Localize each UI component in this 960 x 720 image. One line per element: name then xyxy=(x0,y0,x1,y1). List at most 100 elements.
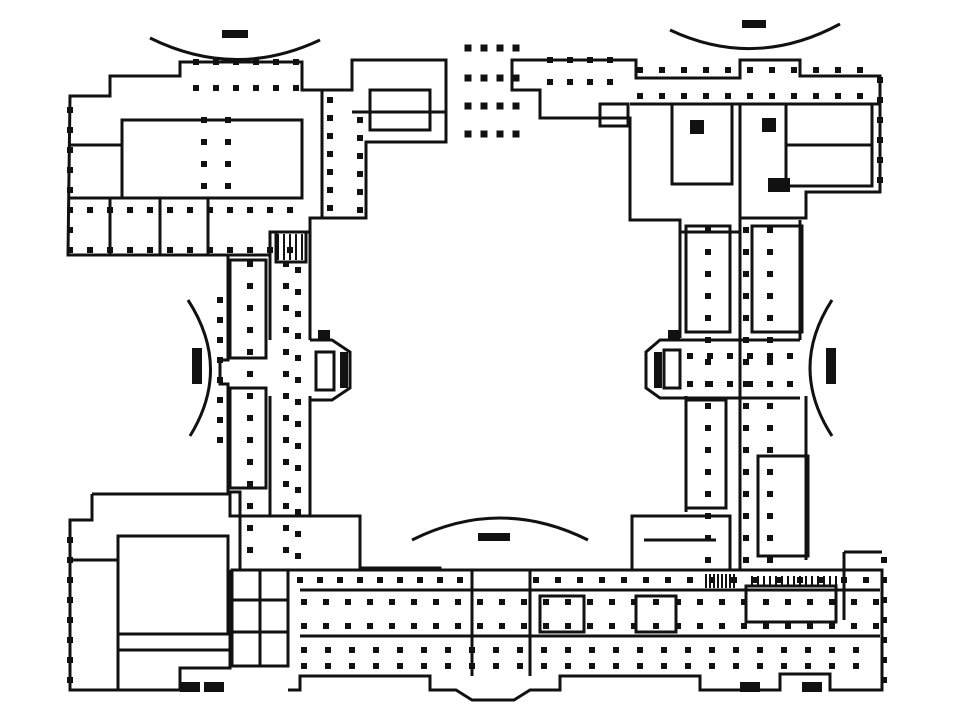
column-dot xyxy=(283,503,289,509)
column-dot xyxy=(543,623,549,629)
column-dot xyxy=(769,67,775,73)
column-dot xyxy=(753,577,759,583)
column-dot xyxy=(67,107,73,113)
column-dot xyxy=(357,189,363,195)
porch-arc-right xyxy=(808,299,834,437)
column-dot xyxy=(767,469,773,475)
solid-mass xyxy=(204,682,224,692)
column-dot xyxy=(555,577,561,583)
column-dot xyxy=(273,59,279,65)
column-dot xyxy=(785,599,791,605)
column-dot xyxy=(577,577,583,583)
column-dot xyxy=(565,647,571,653)
column-dot xyxy=(493,663,499,669)
column-dot xyxy=(437,577,443,583)
column-dot xyxy=(587,57,593,63)
column-dot xyxy=(873,599,879,605)
column-dot xyxy=(295,465,301,471)
column-dot xyxy=(609,623,615,629)
column-dot xyxy=(357,577,363,583)
column-dot xyxy=(805,663,811,669)
courtyard-sw xyxy=(116,534,230,636)
column-dot xyxy=(877,137,883,143)
column-dot xyxy=(637,647,643,653)
column-dot xyxy=(301,663,307,669)
column-dot xyxy=(685,663,691,669)
columns xyxy=(67,44,887,692)
column-dot xyxy=(349,647,355,653)
column-dot xyxy=(767,353,773,359)
solid-mass xyxy=(768,178,790,192)
column-dot xyxy=(464,44,472,52)
column-dot xyxy=(213,59,219,65)
column-dot xyxy=(767,293,773,299)
column-dot xyxy=(283,371,289,377)
solid-mass xyxy=(180,682,200,692)
column-dot xyxy=(565,623,571,629)
column-dot xyxy=(703,67,709,73)
column-dot xyxy=(697,599,703,605)
column-dot xyxy=(295,421,301,427)
column-dot xyxy=(541,663,547,669)
column-dot xyxy=(247,371,253,377)
column-dot xyxy=(681,67,687,73)
pavilion-east xyxy=(644,338,680,400)
column-dot xyxy=(763,623,769,629)
column-dot xyxy=(835,67,841,73)
column-dot xyxy=(67,187,73,193)
column-dot xyxy=(477,599,483,605)
column-dot xyxy=(747,67,753,73)
column-dot xyxy=(743,249,749,255)
column-dot xyxy=(323,599,329,605)
column-dot xyxy=(767,403,773,409)
column-dot xyxy=(767,337,773,343)
column-dot xyxy=(705,535,711,541)
column-dot xyxy=(512,130,520,138)
column-dot xyxy=(421,663,427,669)
column-dot xyxy=(67,127,73,133)
column-dot xyxy=(743,513,749,519)
column-dot xyxy=(767,359,773,365)
column-dot xyxy=(565,663,571,669)
column-dot xyxy=(653,623,659,629)
column-dot xyxy=(637,67,643,73)
column-dot xyxy=(829,623,835,629)
column-dot xyxy=(127,207,133,213)
column-dot xyxy=(349,663,355,669)
column-dot xyxy=(327,187,333,193)
column-dot xyxy=(67,637,73,643)
column-dot xyxy=(301,623,307,629)
column-dot xyxy=(851,623,857,629)
column-dot xyxy=(767,381,773,387)
solid-mass xyxy=(668,330,680,340)
column-dot xyxy=(273,85,279,91)
column-dot xyxy=(445,663,451,669)
column-dot xyxy=(659,67,665,73)
column-dot xyxy=(743,381,749,387)
column-dot xyxy=(709,577,715,583)
column-dot xyxy=(813,67,819,73)
column-dot xyxy=(217,437,223,443)
column-dot xyxy=(455,599,461,605)
column-dot xyxy=(201,117,207,123)
column-dot xyxy=(283,261,289,267)
column-dot xyxy=(743,535,749,541)
column-dot xyxy=(687,381,693,387)
column-dot xyxy=(295,355,301,361)
column-dot xyxy=(521,623,527,629)
column-dot xyxy=(881,657,887,663)
column-dot xyxy=(293,85,299,91)
column-dot xyxy=(201,161,207,167)
column-dot xyxy=(785,623,791,629)
column-dot xyxy=(835,93,841,99)
column-dot xyxy=(781,663,787,669)
column-dot xyxy=(469,647,475,653)
column-dot xyxy=(727,353,733,359)
column-dot xyxy=(87,247,93,253)
column-dot xyxy=(323,623,329,629)
column-dot xyxy=(480,74,488,82)
column-dot xyxy=(841,577,847,583)
column-dot xyxy=(67,557,73,563)
column-dot xyxy=(517,647,523,653)
